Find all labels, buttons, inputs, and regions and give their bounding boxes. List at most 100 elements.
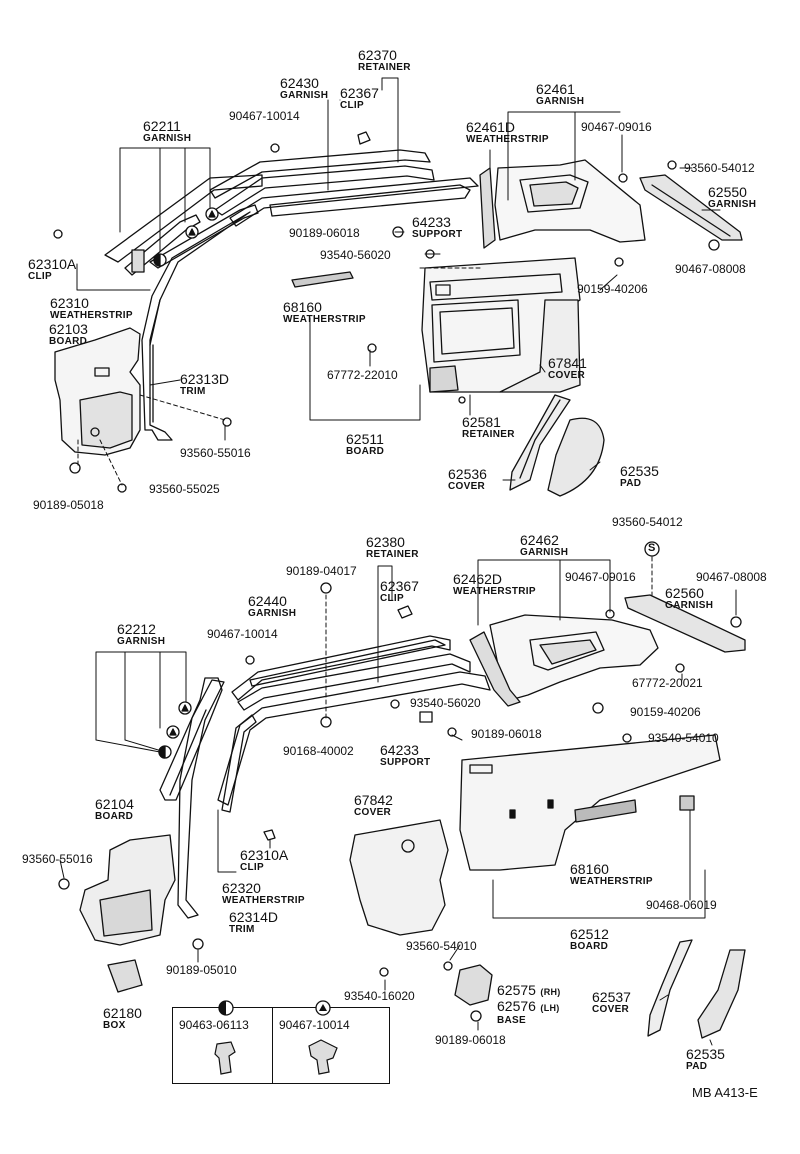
triangle-icon <box>315 1000 331 1016</box>
board-62512-part <box>459 734 721 871</box>
part-number: 93560-55016 <box>22 852 93 866</box>
garnish-62550-part <box>639 174 743 241</box>
pad-62535-bottom-part <box>697 949 746 1039</box>
part-number: 93560-55016 <box>180 446 251 460</box>
weatherstrip-68160-part <box>291 271 354 288</box>
garnish-62461-part <box>479 159 646 249</box>
retainer-62370-part <box>209 149 479 227</box>
diagram-reference-code: MB A413-E <box>692 1085 758 1100</box>
part-number: 90189-06018 <box>471 727 542 741</box>
leader-lines-top <box>76 77 721 486</box>
cover-67841-part <box>499 299 581 393</box>
board-62104-part <box>79 834 176 946</box>
part-number: 90189-06018 <box>289 226 360 240</box>
part-number: 90467-10014 <box>207 627 278 641</box>
callout-62576-base: BASE <box>497 1015 526 1026</box>
part-number: 93540-56020 <box>320 248 391 262</box>
garnish-62211-part <box>104 174 263 276</box>
cover-62537-part <box>647 939 693 1037</box>
cover-67842-part <box>349 819 449 936</box>
callout-62576: 62576 (LH) <box>497 998 560 1014</box>
part-number: 93560-55025 <box>149 482 220 496</box>
s-marker: S <box>648 542 656 554</box>
part-number: 90467-09016 <box>565 570 636 584</box>
legend-triangle-part: 90467-10014 <box>279 1018 350 1032</box>
cover-62536-part <box>509 394 571 491</box>
garnish-62462-part <box>469 614 659 707</box>
trim-62314D-part <box>177 679 225 919</box>
part-number: 93540-54010 <box>648 731 719 745</box>
trim-62313D-part <box>141 211 251 441</box>
legend-half-circle-part: 90463-06113 <box>179 1018 249 1032</box>
garnish-62560-part <box>624 594 746 653</box>
board-62103-part <box>54 327 141 456</box>
part-number: 90189-06018 <box>435 1033 506 1047</box>
half-circle-icon <box>218 1000 234 1016</box>
fastener-clips-bottom <box>58 582 742 1022</box>
pad-62535-part <box>547 417 605 497</box>
garnish-62212-part <box>159 677 223 801</box>
part-number: 90467-10014 <box>229 109 300 123</box>
part-number: 90468-06019 <box>646 898 717 912</box>
part-number: 90159-40206 <box>630 705 701 719</box>
base-62575-part <box>454 964 493 1006</box>
part-number: 67772-20021 <box>632 676 703 690</box>
box-62180-part <box>107 959 143 993</box>
weatherstrip-68160-bottom-part <box>574 795 695 823</box>
part-number: 90189-04017 <box>286 564 357 578</box>
leader-lines-bottom <box>59 556 737 1046</box>
clip-symbols-bottom <box>158 541 660 759</box>
part-number: 90189-05018 <box>33 498 104 512</box>
part-number: 90467-09016 <box>581 120 652 134</box>
clip-drawing-icon <box>214 1041 236 1075</box>
clip-symbols-top <box>153 207 219 267</box>
callout-62575: 62575 (RH) <box>497 982 561 998</box>
part-number: 93540-56020 <box>410 696 481 710</box>
part-number: 67772-22010 <box>327 368 398 382</box>
part-number: 90159-40206 <box>577 282 648 296</box>
part-number: 93560-54010 <box>406 939 477 953</box>
part-number: 90168-40002 <box>283 744 354 758</box>
part-number: 90189-05010 <box>166 963 237 977</box>
retainer-62380-part <box>217 635 491 806</box>
clip-drawing-icon <box>308 1039 338 1075</box>
part-number: 90467-08008 <box>675 262 746 276</box>
part-number: 90467-08008 <box>696 570 767 584</box>
